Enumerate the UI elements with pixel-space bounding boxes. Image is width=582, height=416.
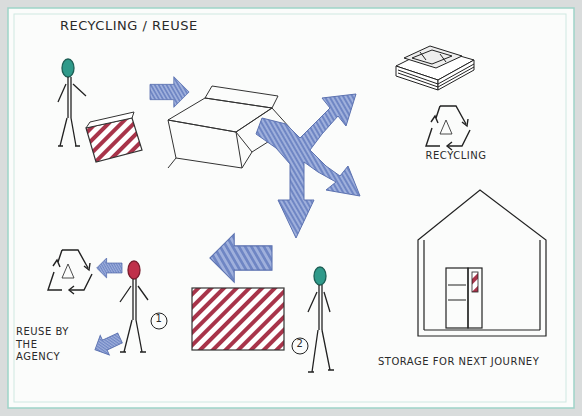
stick-figure bbox=[120, 261, 148, 352]
paper-sheet bbox=[8, 8, 574, 408]
storage-house bbox=[418, 190, 546, 336]
callout-circle bbox=[151, 313, 167, 329]
split-arrow bbox=[256, 94, 360, 238]
callout-circle bbox=[292, 338, 308, 354]
suitcase bbox=[86, 112, 142, 162]
symbol-label: RECYCLING bbox=[418, 150, 494, 163]
note-label: REUSE BY THE AGENCY bbox=[16, 326, 80, 364]
recycle-symbol bbox=[48, 250, 92, 294]
callout-number: 2 bbox=[293, 338, 307, 351]
striped-box bbox=[192, 288, 284, 350]
callout-number: 1 bbox=[152, 313, 166, 326]
stick-figure bbox=[308, 267, 334, 372]
block-arrow bbox=[150, 77, 189, 108]
block-arrow bbox=[210, 234, 272, 283]
money-stack bbox=[396, 46, 474, 90]
block-arrow bbox=[97, 258, 122, 278]
paper-frame bbox=[14, 14, 566, 402]
recycle-symbol bbox=[426, 106, 470, 150]
block-arrow bbox=[90, 328, 124, 359]
sketch-title: RECYCLING / REUSE bbox=[60, 18, 198, 34]
stick-figure bbox=[58, 59, 86, 146]
note-label: STORAGE FOR NEXT JOURNEY bbox=[378, 356, 574, 369]
